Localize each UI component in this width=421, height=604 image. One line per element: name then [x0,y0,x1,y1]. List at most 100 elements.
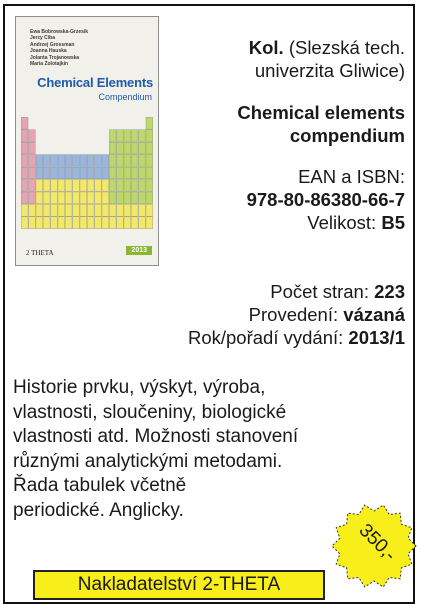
price-starburst-icon [331,504,417,588]
periodic-table-cell [72,179,80,192]
periodic-table-cell [145,154,153,167]
book-title-line: Chemical elements [237,102,405,123]
periodic-table-cell [21,154,29,167]
periodic-table-cell [138,142,146,155]
periodic-table-cell [94,179,102,192]
periodic-table-cell [65,204,73,217]
periodic-table-cell [65,191,73,204]
price-badge: 350,- [331,503,417,589]
periodic-table-cell [57,191,65,204]
cover-author: Ewa Bobrowska-Grzesik [30,29,89,35]
periodic-table-cell [101,204,109,217]
edition-value: 2013/1 [348,327,405,348]
periodic-table-cell [43,179,51,192]
periodic-table-cell [21,191,29,204]
periodic-table-cell [94,191,102,204]
size-row: Velikost: B5 [165,211,405,234]
cover-title: Chemical Elements [37,75,153,90]
periodic-table-cell [35,216,43,229]
cover-year-badge: 2013 [126,246,152,255]
periodic-table-cell [79,179,87,192]
periodic-table-cell [57,204,65,217]
size-value: B5 [381,212,405,233]
periodic-table-cell [94,216,102,229]
periodic-table-cell [21,117,29,130]
periodic-table-cell [57,166,65,180]
periodic-table-cell [101,216,109,229]
periodic-table-cell [94,166,102,180]
periodic-table-cell [138,179,146,192]
periodic-table-cell [145,166,153,180]
periodic-table-cell [21,142,29,155]
periodic-table-cell [109,142,117,155]
periodic-table-cell [116,154,124,167]
book-title: Chemical elements compendium [165,101,405,147]
publisher-button[interactable]: Nakladatelství 2-THETA [33,570,325,600]
periodic-table-cell [131,179,139,192]
cover-author: Andrzej Grossman [30,41,75,48]
periodic-table-illustration [21,117,153,229]
periodic-table-cell [116,142,124,155]
periodic-table-cell [145,179,153,192]
edition-row: Rok/pořadí vydání: 2013/1 [188,326,405,349]
ean-label: EAN a ISBN: [298,166,405,187]
cover-author: Joanna Hauska [30,48,67,55]
periodic-table-cell [145,216,153,229]
periodic-table-cell [109,179,117,192]
book-cover-image[interactable]: Ewa Bobrowska-Grzesik Jerzy Ciba Andrzej… [15,16,159,266]
book-card: Ewa Bobrowska-Grzesik Jerzy Ciba Andrzej… [3,4,415,604]
periodic-table-cell [79,166,87,180]
periodic-table-cell [72,204,80,217]
periodic-table-cell [101,179,109,192]
binding-label: Provedení: [248,304,339,325]
periodic-table-cell [109,154,117,167]
periodic-table-cell [28,191,36,204]
periodic-table-cell [28,129,36,142]
periodic-table-cell [116,204,124,217]
periodic-table-cell [145,142,153,155]
periodic-table-cell [109,191,117,204]
periodic-table-cell [131,154,139,167]
periodic-table-cell [123,204,131,217]
periodic-table-cell [138,216,146,229]
periodic-table-cell [145,204,153,217]
author: Kol. [248,37,284,58]
periodic-table-cell [21,204,29,217]
cover-publisher: 2 THETA [26,249,54,257]
periodic-table-cell [57,179,65,192]
periodic-table-cell [116,191,124,204]
cover-subtitle: Compendium [98,92,152,102]
description-line: vlastnosti atd. Možnosti stanovení [13,426,299,447]
periodic-table-cell [72,216,80,229]
author-note: (Slezská tech. [288,37,405,58]
periodic-table-cell [57,154,65,167]
size-label: Velikost: [307,212,377,233]
periodic-table-cell [43,166,51,180]
periodic-table-cell [50,154,58,167]
periodic-table-cell [79,204,87,217]
periodic-table-cell [65,216,73,229]
periodic-table-cell [131,191,139,204]
periodic-table-cell [138,204,146,217]
description-line: periodické. Anglicky. [13,499,184,521]
periodic-table-cell [101,154,109,167]
periodic-table-cell [65,166,73,180]
book-details: Počet stran: 223 Provedení: vázaná Rok/p… [188,280,405,349]
description-line: Řada tabulek včetně [13,475,187,496]
periodic-table-cell [109,166,117,180]
periodic-table-cell [65,154,73,167]
pages-label: Počet stran: [270,281,369,302]
periodic-table-cell [123,191,131,204]
periodic-table-cell [94,204,102,217]
periodic-table-cell [123,129,131,142]
periodic-table-cell [87,191,95,204]
binding-row: Provedení: vázaná [188,303,405,326]
periodic-table-cell [123,154,131,167]
periodic-table-cell [87,166,95,180]
book-title-line: compendium [289,125,405,146]
periodic-table-cell [131,204,139,217]
periodic-table-cell [131,166,139,180]
periodic-table-cell [43,191,51,204]
periodic-table-cell [21,179,29,192]
periodic-table-cell [28,179,36,192]
